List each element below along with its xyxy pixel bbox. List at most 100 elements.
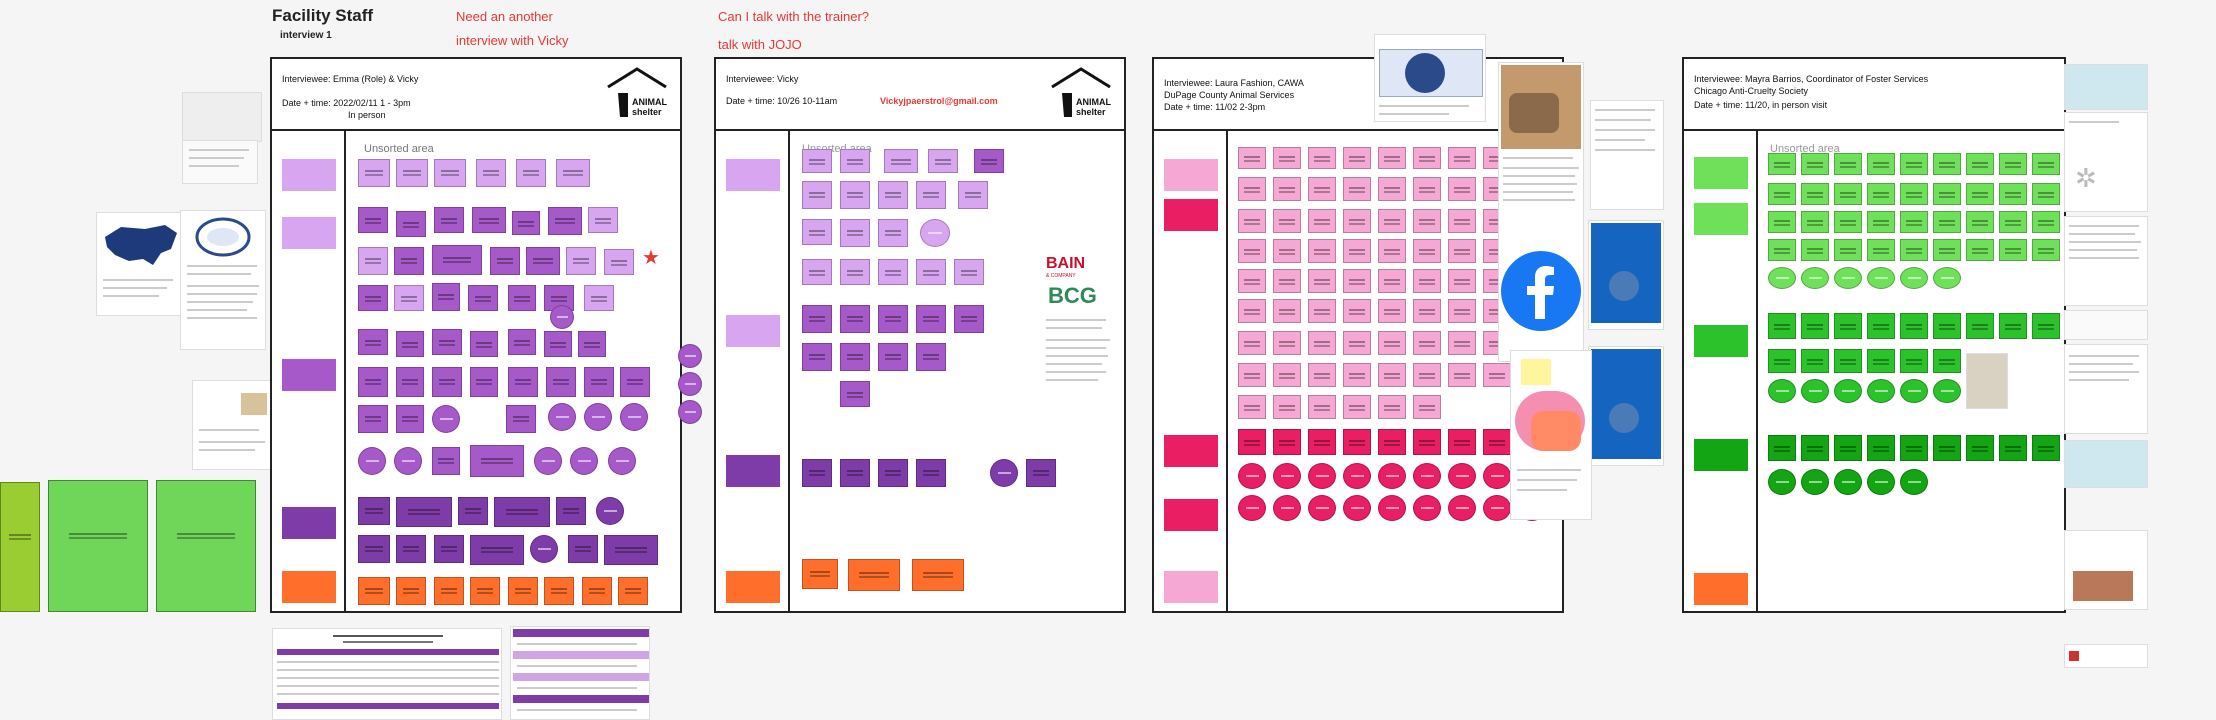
sticky-note[interactable] (396, 211, 426, 237)
sticky-dot[interactable] (596, 497, 624, 525)
sticky-note[interactable] (1378, 239, 1406, 263)
sticky-note[interactable] (458, 497, 488, 525)
sticky-note[interactable] (394, 285, 424, 311)
sticky-note[interactable] (2032, 239, 2060, 261)
sticky-note[interactable] (1867, 313, 1895, 339)
sticky-note[interactable] (954, 259, 984, 285)
sticky-note[interactable] (1867, 349, 1895, 373)
sticky-note[interactable] (434, 207, 464, 233)
sticky-note[interactable] (396, 577, 426, 605)
sticky-note[interactable] (1343, 299, 1371, 323)
sticky-note[interactable] (604, 535, 658, 565)
sticky-dot[interactable] (1308, 463, 1336, 489)
sticky-dot[interactable] (1378, 463, 1406, 489)
interview-frame-3[interactable]: Interviewee: Laura Fashion, CAWA DuPage … (1152, 57, 1564, 613)
sticky-note[interactable] (1966, 183, 1994, 205)
f4-category-4[interactable] (1694, 439, 1748, 471)
f4-category-1[interactable] (1694, 157, 1748, 189)
sticky-note[interactable] (1448, 429, 1476, 455)
handwritten-note-3[interactable] (156, 480, 256, 612)
sticky-dot[interactable] (920, 219, 950, 247)
sticky-dot[interactable] (550, 305, 574, 329)
sticky-note[interactable] (358, 535, 390, 563)
sticky-note[interactable] (568, 535, 598, 563)
sticky-dot[interactable] (1801, 469, 1829, 495)
sticky-note[interactable] (396, 535, 426, 563)
sticky-note[interactable] (1378, 429, 1406, 455)
sticky-note[interactable] (1413, 331, 1441, 355)
f4-category-2[interactable] (1694, 203, 1748, 235)
sticky-note[interactable] (1801, 211, 1829, 233)
schedule-table[interactable] (272, 628, 502, 720)
sticky-note[interactable] (1448, 363, 1476, 387)
sticky-dot[interactable] (548, 403, 576, 431)
sticky-note[interactable] (1448, 239, 1476, 263)
sticky-note[interactable] (618, 577, 648, 605)
sticky-note[interactable] (1900, 239, 1928, 261)
note-talk-jojo[interactable]: talk with JOJO (718, 37, 802, 52)
checklist-card[interactable] (510, 626, 650, 720)
sticky-note[interactable] (472, 207, 506, 233)
f1-category-1[interactable] (282, 159, 336, 191)
sticky-note[interactable] (878, 259, 908, 285)
note-need-interview[interactable]: Need an another (456, 9, 553, 24)
sticky-note[interactable] (396, 405, 424, 433)
sticky-note[interactable] (358, 285, 388, 311)
sticky-note[interactable] (1343, 177, 1371, 201)
sticky-dot[interactable] (584, 403, 612, 431)
sticky-note[interactable] (588, 207, 618, 233)
sticky-note[interactable] (2032, 435, 2060, 461)
f3-category-2[interactable] (1164, 199, 1218, 231)
sticky-note[interactable] (1343, 147, 1371, 169)
sticky-dot[interactable] (570, 447, 598, 475)
sticky-note[interactable] (1413, 147, 1441, 169)
sticky-note[interactable] (434, 159, 466, 187)
sticky-note[interactable] (1343, 269, 1371, 293)
sticky-note[interactable] (1448, 147, 1476, 169)
sticky-note[interactable] (1768, 211, 1796, 233)
sticky-note[interactable] (1900, 183, 1928, 205)
sticky-note[interactable] (512, 211, 540, 235)
sticky-note[interactable] (1768, 313, 1796, 339)
sticky-note[interactable] (1900, 211, 1928, 233)
sticky-note[interactable] (1483, 363, 1511, 387)
seal-card[interactable] (180, 210, 266, 350)
sticky-note[interactable] (1801, 435, 1829, 461)
sticky-dot[interactable] (1343, 495, 1371, 521)
f1-category-4[interactable] (282, 507, 336, 539)
sticky-note[interactable] (358, 247, 388, 275)
sticky-dot[interactable] (608, 447, 636, 475)
sticky-note[interactable] (508, 329, 536, 355)
sticky-dot[interactable] (1483, 463, 1511, 489)
news-article-card[interactable] (1374, 34, 1486, 122)
sticky-dot[interactable] (1900, 469, 1928, 495)
sticky-note[interactable] (476, 159, 506, 187)
sticky-note[interactable] (1834, 435, 1862, 461)
sticky-note[interactable] (1308, 331, 1336, 355)
sticky-note[interactable] (958, 181, 988, 209)
sticky-dot[interactable] (1867, 267, 1895, 289)
sticky-note[interactable] (506, 405, 536, 433)
sticky-dot[interactable] (1343, 463, 1371, 489)
sticky-note[interactable] (840, 381, 870, 407)
sticky-note[interactable] (1966, 153, 1994, 175)
sticky-note[interactable] (470, 367, 498, 397)
sticky-note[interactable] (1413, 239, 1441, 263)
sticky-note[interactable] (1933, 239, 1961, 261)
sticky-note[interactable] (916, 459, 946, 487)
sticky-dot[interactable] (620, 403, 648, 431)
sticky-note[interactable] (802, 343, 832, 371)
sticky-note[interactable] (802, 149, 832, 173)
sticky-note[interactable] (1768, 183, 1796, 205)
sticky-note[interactable] (1834, 313, 1862, 339)
sticky-note[interactable] (358, 207, 388, 233)
sticky-note[interactable] (878, 305, 908, 333)
f3-category-1[interactable] (1164, 159, 1218, 191)
sticky-note[interactable] (1999, 183, 2027, 205)
sticky-note[interactable] (470, 577, 500, 605)
sticky-note[interactable] (358, 367, 388, 397)
sticky-note[interactable] (1273, 239, 1301, 263)
sticky-note[interactable] (1273, 363, 1301, 387)
sticky-note[interactable] (1413, 269, 1441, 293)
sticky-note[interactable] (1273, 299, 1301, 323)
